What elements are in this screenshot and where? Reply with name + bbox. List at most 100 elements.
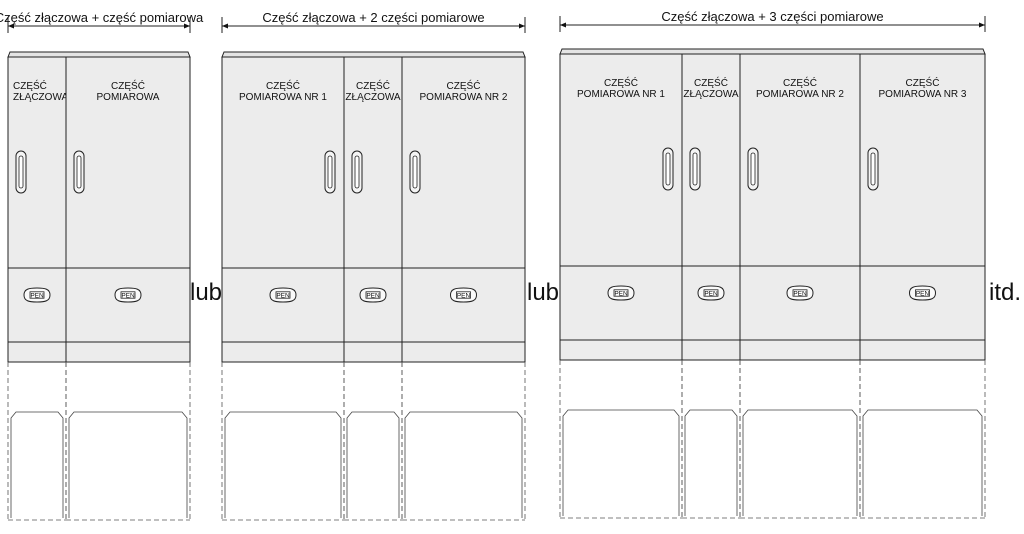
module-base-band	[739, 339, 861, 361]
pen-terminal-plate	[792, 289, 808, 297]
pen-terminal-icon: PEN	[449, 287, 478, 303]
module-base-band	[859, 339, 986, 361]
door-handle-grip	[18, 155, 24, 189]
pen-terminal-plate	[29, 291, 45, 299]
dimension-arrowhead	[222, 23, 228, 29]
cabinet-roof	[559, 48, 986, 55]
module-base-band	[401, 341, 526, 363]
pen-terminal-plate	[365, 291, 381, 299]
dimension-line: Część złączowa + 3 części pomiarowe	[559, 9, 986, 32]
module-base-band	[7, 341, 67, 363]
module-lower-panel	[559, 265, 683, 341]
dimension-line: Część złączowa + część pomiarowa	[0, 10, 204, 33]
separator-text: itd.	[989, 279, 1021, 306]
pen-label: PEN	[366, 292, 380, 299]
module-label-line: ZŁĄCZOWA	[13, 92, 69, 103]
module-lower-panel	[221, 267, 345, 343]
foundation-cable-opening	[684, 409, 738, 516]
cabinet-roof	[221, 51, 526, 58]
module-door	[739, 53, 861, 267]
foundation-cable-opening	[742, 409, 858, 516]
pen-terminal-icon: PEN	[607, 285, 635, 301]
pen-label: PEN	[704, 290, 718, 297]
door-handle-icon	[747, 147, 759, 191]
door-handle-grip	[692, 152, 698, 186]
pen-label: PEN	[793, 290, 807, 297]
cabinet-group-2: Część złączowa + 2 części pomiaroweCZĘŚĆ…	[221, 10, 526, 521]
door-handle-icon	[689, 147, 701, 191]
door-handle-grip	[665, 152, 671, 186]
door-handle-grip	[750, 152, 756, 186]
pen-terminal-icon: PEN	[786, 285, 814, 301]
door-handle-icon	[15, 150, 27, 194]
pen-terminal-plate	[275, 291, 291, 299]
dimension-arrowhead	[8, 23, 14, 29]
separator-text: lub	[527, 279, 559, 306]
module-base-band	[559, 339, 683, 361]
module-base-band	[343, 341, 403, 363]
pen-label: PEN	[30, 292, 44, 299]
module-label-line: POMIAROWA NR 2	[756, 89, 844, 100]
dimension-arrowhead	[519, 23, 525, 29]
door-handle-grip	[76, 155, 82, 189]
cabinet-group-3: Część złączowa + 3 części pomiaroweCZĘŚĆ…	[559, 9, 986, 519]
foundation-cable-opening	[224, 411, 342, 518]
module-label-line: POMIAROWA	[97, 92, 160, 103]
door-handle-icon	[867, 147, 879, 191]
module-lower-panel	[7, 267, 67, 343]
door-handle-icon	[73, 150, 85, 194]
door-handle-grip	[870, 152, 876, 186]
pen-terminal-plate	[613, 289, 629, 297]
foundation-cable-opening	[862, 409, 983, 516]
group-title: Część złączowa + część pomiarowa	[0, 10, 204, 25]
foundation-cable-opening	[68, 411, 188, 518]
module-label-line: CZĘŚĆ	[906, 76, 940, 89]
foundation-cable-opening	[10, 411, 64, 518]
group-title: Część złączowa + 3 części pomiarowe	[661, 9, 883, 24]
module-label-line: CZĘŚĆ	[356, 79, 390, 92]
pen-terminal-icon: PEN	[269, 287, 297, 303]
pen-terminal-icon: PEN	[359, 287, 387, 303]
pen-terminal-plate	[120, 291, 136, 299]
dimension-arrowhead	[560, 22, 566, 28]
module-lower-panel	[681, 265, 741, 341]
module-label-line: CZĘŚĆ	[783, 76, 817, 89]
pen-terminal-plate	[456, 291, 471, 299]
door-handle-grip	[354, 155, 360, 189]
dimension-arrowhead	[184, 23, 190, 29]
module-label-line: POMIAROWA NR 1	[577, 89, 665, 100]
module-label-line: CZĘŚĆ	[604, 76, 638, 89]
pen-label: PEN	[121, 292, 135, 299]
pen-terminal-icon: PEN	[908, 285, 937, 301]
module-lower-panel	[343, 267, 403, 343]
module-door	[65, 56, 191, 269]
pen-label: PEN	[457, 292, 471, 299]
group-title: Część złączowa + 2 części pomiarowe	[262, 10, 484, 25]
module-label-line: ZŁĄCZOWA	[683, 89, 739, 100]
module-base-band	[681, 339, 741, 361]
module-label-line: ZŁĄCZOWA	[345, 92, 401, 103]
dimension-line: Część złączowa + 2 części pomiarowe	[221, 10, 526, 33]
module-base-band	[65, 341, 191, 363]
module-label-line: POMIAROWA NR 1	[239, 92, 327, 103]
pen-terminal-plate	[915, 289, 930, 297]
module-door	[401, 56, 526, 269]
pen-terminal-icon: PEN	[23, 287, 51, 303]
module-label-line: CZĘŚĆ	[111, 79, 145, 92]
pen-terminal-icon: PEN	[697, 285, 725, 301]
pen-label: PEN	[276, 292, 290, 299]
